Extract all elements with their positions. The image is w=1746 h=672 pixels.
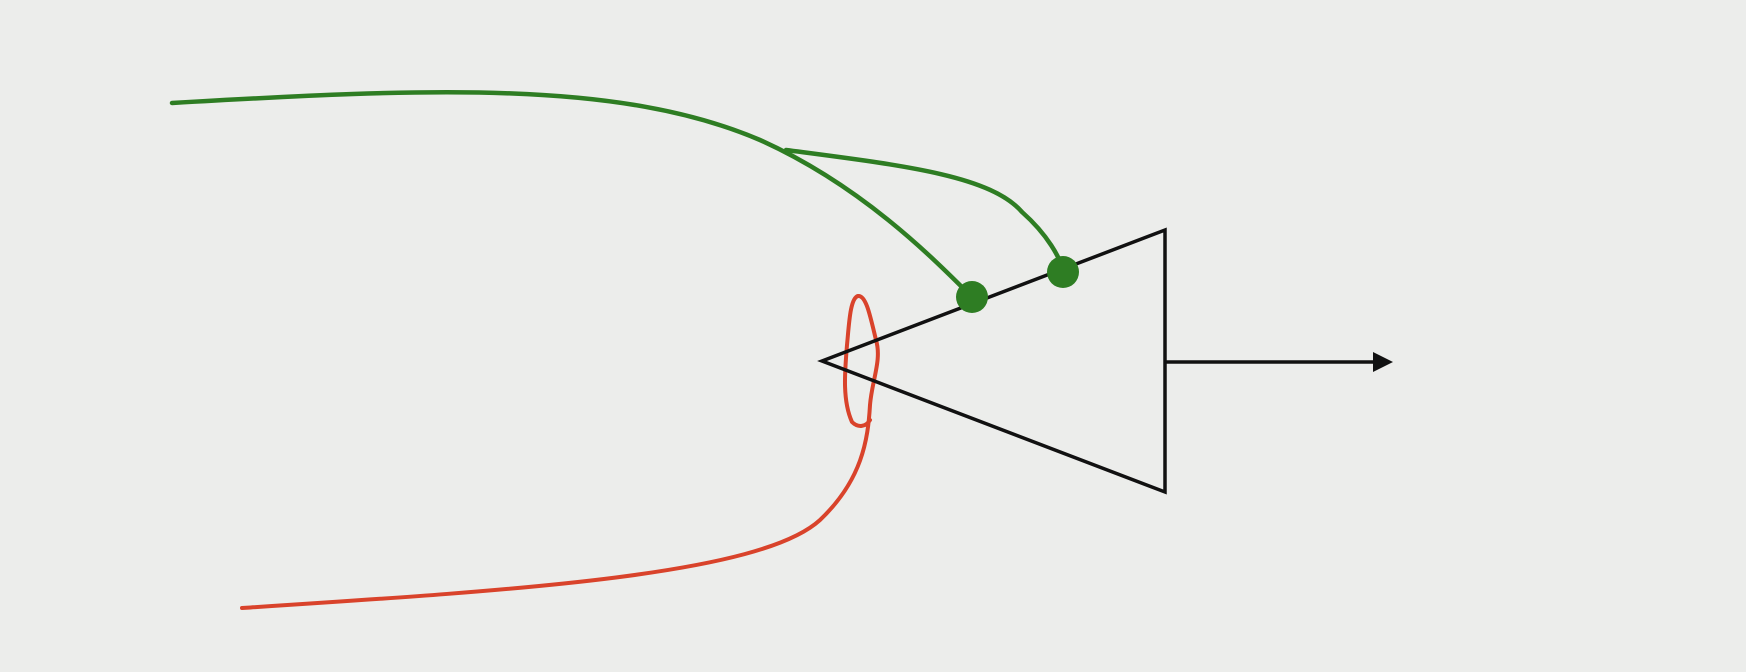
excitatory-synapse-dot-1 <box>956 281 988 313</box>
excitatory-input-line-2 <box>783 147 1067 275</box>
excitatory-synapse-dot-2 <box>1047 256 1079 288</box>
axon-arrowhead-icon <box>1373 352 1393 372</box>
inhibitory-input-line <box>240 294 880 610</box>
excitatory-input-line-1 <box>169 90 975 300</box>
